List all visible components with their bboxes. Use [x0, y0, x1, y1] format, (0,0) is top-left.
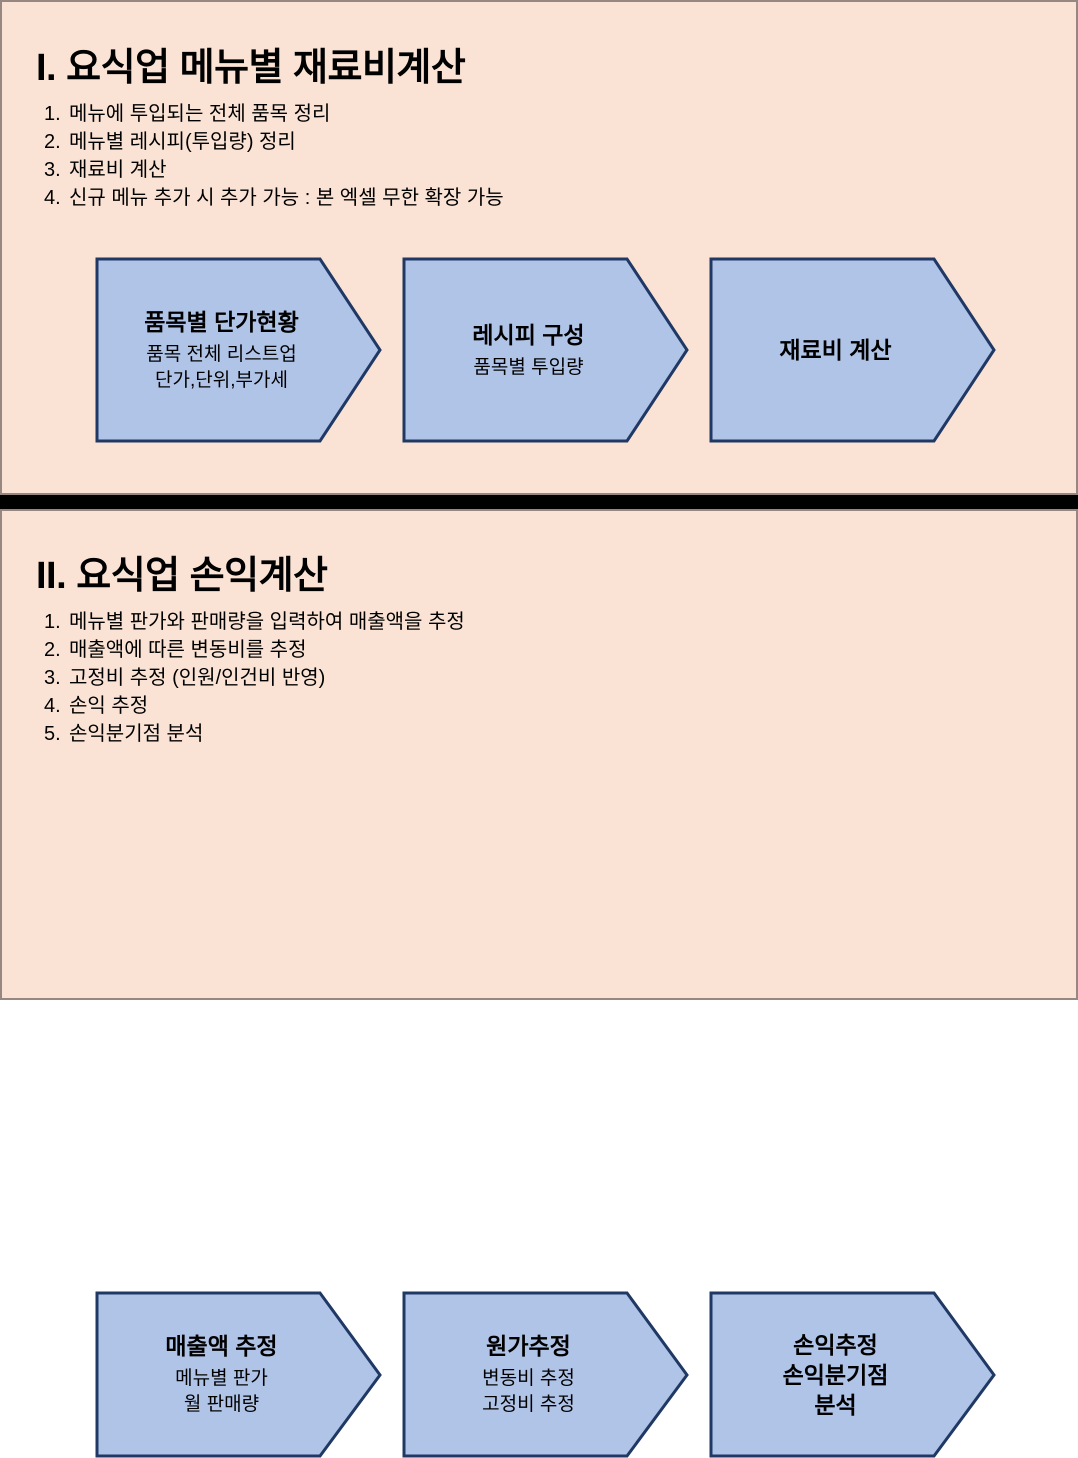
- arrow-subtitle-line: 손익분기점: [782, 1361, 889, 1388]
- list-item: 3. 재료비 계산: [44, 156, 504, 184]
- list-item: 4. 손익 추정: [44, 692, 465, 720]
- process-arrow-item-cost[interactable]: 원가추정 변동비 추정 고정비 추정: [402, 1291, 689, 1458]
- arrow-pentagon-icon: [95, 257, 382, 443]
- list-item: 2. 메뉴별 레시피(투입량) 정리: [44, 128, 504, 156]
- arrow-pentagon-icon: [709, 257, 996, 443]
- arrow-labels: 원가추정 변동비 추정 고정비 추정: [402, 1331, 689, 1418]
- process-arrow-item-profit[interactable]: 손익추정 손익분기점 분석: [709, 1291, 996, 1458]
- step-list-2: 1. 메뉴별 판가와 판매량을 입력하여 매출액을 추정 2. 매출액에 따른 …: [44, 608, 465, 748]
- step-list-1: 1. 메뉴에 투입되는 전체 품목 정리 2. 메뉴별 레시피(투입량) 정리 …: [44, 100, 504, 212]
- process-arrow-item-revenue[interactable]: 매출액 추정 메뉴별 판가 월 판매량: [95, 1291, 382, 1458]
- step-number: 2.: [44, 131, 61, 153]
- list-item: 2. 매출액에 따른 변동비를 추정: [44, 636, 465, 664]
- step-number: 4.: [44, 187, 61, 209]
- section-divider: [0, 495, 1078, 509]
- arrow-labels: 매출액 추정 메뉴별 판가 월 판매량: [95, 1331, 382, 1418]
- step-number: 1.: [44, 611, 61, 633]
- step-number: 5.: [44, 723, 61, 745]
- arrow-subtitle-line: 단가,단위,부가세: [155, 369, 288, 391]
- step-text: 손익 추정: [69, 695, 149, 717]
- arrow-subtitle: 손익분기점 분석: [709, 1360, 962, 1420]
- arrow-labels: 재료비 계산: [709, 335, 996, 365]
- arrow-title: 원가추정: [486, 1333, 571, 1359]
- step-text: 매출액에 따른 변동비를 추정: [69, 639, 307, 661]
- step-number: 4.: [44, 695, 61, 717]
- arrow-subtitle: 변동비 추정 고정비 추정: [402, 1366, 655, 1418]
- arrow-title: 재료비 계산: [779, 337, 892, 363]
- step-number: 3.: [44, 159, 61, 181]
- section-panel-2: II. 요식업 손익계산 1. 메뉴별 판가와 판매량을 입력하여 매출액을 추…: [0, 509, 1078, 1458]
- step-number: 1.: [44, 103, 61, 125]
- arrow-subtitle: 메뉴별 판가 월 판매량: [95, 1366, 348, 1418]
- arrow-subtitle-line: 고정비 추정: [482, 1394, 575, 1415]
- arrow-subtitle: 품목별 투입량: [402, 355, 655, 381]
- list-item: 5. 손익분기점 분석: [44, 720, 465, 748]
- arrow-pentagon-icon: [402, 257, 689, 443]
- step-number: 2.: [44, 639, 61, 661]
- step-number: 3.: [44, 667, 61, 689]
- process-arrow-item-pricing[interactable]: 품목별 단가현황 품목 전체 리스트업 단가,단위,부가세: [95, 257, 382, 443]
- arrow-title: 손익추정: [793, 1331, 878, 1358]
- step-text: 메뉴별 판가와 판매량을 입력하여 매출액을 추정: [69, 611, 465, 633]
- arrow-title: 레시피 구성: [472, 321, 585, 348]
- arrow-title: 품목별 단가현황: [144, 308, 299, 335]
- step-text: 신규 메뉴 추가 시 추가 가능 : 본 엑셀 무한 확장 가능: [69, 187, 504, 209]
- arrow-subtitle-line: 품목별 투입량: [473, 356, 584, 378]
- list-item: 1. 메뉴별 판가와 판매량을 입력하여 매출액을 추정: [44, 608, 465, 636]
- step-text: 재료비 계산: [69, 159, 167, 181]
- arrow-labels: 품목별 단가현황 품목 전체 리스트업 단가,단위,부가세: [95, 307, 382, 394]
- section-title-1: I. 요식업 메뉴별 재료비계산: [36, 47, 466, 89]
- section-panel-1: I. 요식업 메뉴별 재료비계산 1. 메뉴에 투입되는 전체 품목 정리 2.…: [0, 0, 1078, 495]
- arrow-labels: 레시피 구성 품목별 투입량: [402, 320, 689, 381]
- arrow-subtitle: 품목 전체 리스트업 단가,단위,부가세: [95, 342, 348, 394]
- arrow-subtitle-line: 메뉴별 판가: [175, 1368, 268, 1389]
- process-arrow-item-material-cost[interactable]: 재료비 계산: [709, 257, 996, 443]
- step-text: 고정비 추정 (인원/인건비 반영): [69, 667, 326, 689]
- arrow-subtitle-line: 월 판매량: [183, 1394, 260, 1415]
- step-text: 메뉴에 투입되는 전체 품목 정리: [69, 103, 331, 125]
- arrow-title: 매출액 추정: [165, 1333, 278, 1359]
- list-item: 3. 고정비 추정 (인원/인건비 반영): [44, 664, 465, 692]
- arrow-labels: 손익추정 손익분기점 분석: [709, 1330, 996, 1420]
- arrow-subtitle-line: 분석: [814, 1391, 857, 1418]
- arrow-subtitle-line: 품목 전체 리스트업: [146, 343, 297, 365]
- arrow-subtitle-line: 변동비 추정: [482, 1368, 575, 1389]
- step-text: 메뉴별 레시피(투입량) 정리: [69, 131, 296, 153]
- list-item: 4. 신규 메뉴 추가 시 추가 가능 : 본 엑셀 무한 확장 가능: [44, 184, 504, 212]
- list-item: 1. 메뉴에 투입되는 전체 품목 정리: [44, 100, 504, 128]
- process-arrow-item-recipe[interactable]: 레시피 구성 품목별 투입량: [402, 257, 689, 443]
- step-text: 손익분기점 분석: [69, 723, 204, 745]
- section-title-2: II. 요식업 손익계산: [36, 555, 328, 597]
